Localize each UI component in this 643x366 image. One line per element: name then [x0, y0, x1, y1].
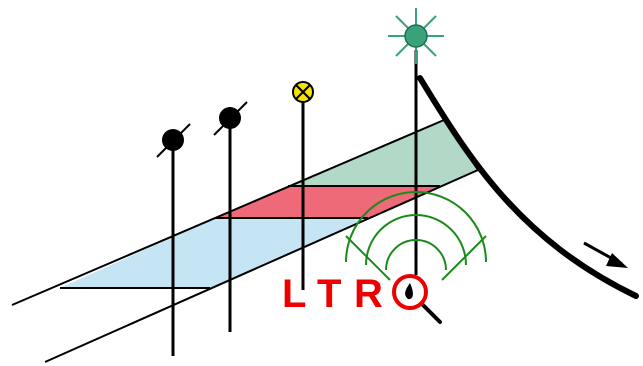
ltr-letter-r: R [354, 272, 383, 316]
signal-post-4 [388, 8, 444, 275]
green-starburst-signal-icon [388, 8, 444, 64]
ltr-label: L T R [282, 272, 383, 316]
ltr-letter-t: T [317, 272, 341, 316]
lane-bands [60, 120, 478, 288]
band-green [288, 120, 478, 186]
lane-edge-upper [11, 119, 445, 306]
lane-light-blue-low [60, 218, 368, 288]
lane-edge-lower [44, 169, 479, 363]
direction-arrow-icon [583, 241, 628, 268]
signal-post-1 [156, 123, 191, 356]
magnifier-pin-icon [392, 274, 442, 324]
yellow-cross-signal-icon [292, 81, 314, 103]
detection-wave-rings-icon [345, 191, 487, 281]
ltr-letter-l: L [282, 272, 306, 316]
main-curve [417, 75, 639, 299]
signal-post-3 [292, 81, 314, 290]
signal-post-2 [213, 101, 248, 332]
